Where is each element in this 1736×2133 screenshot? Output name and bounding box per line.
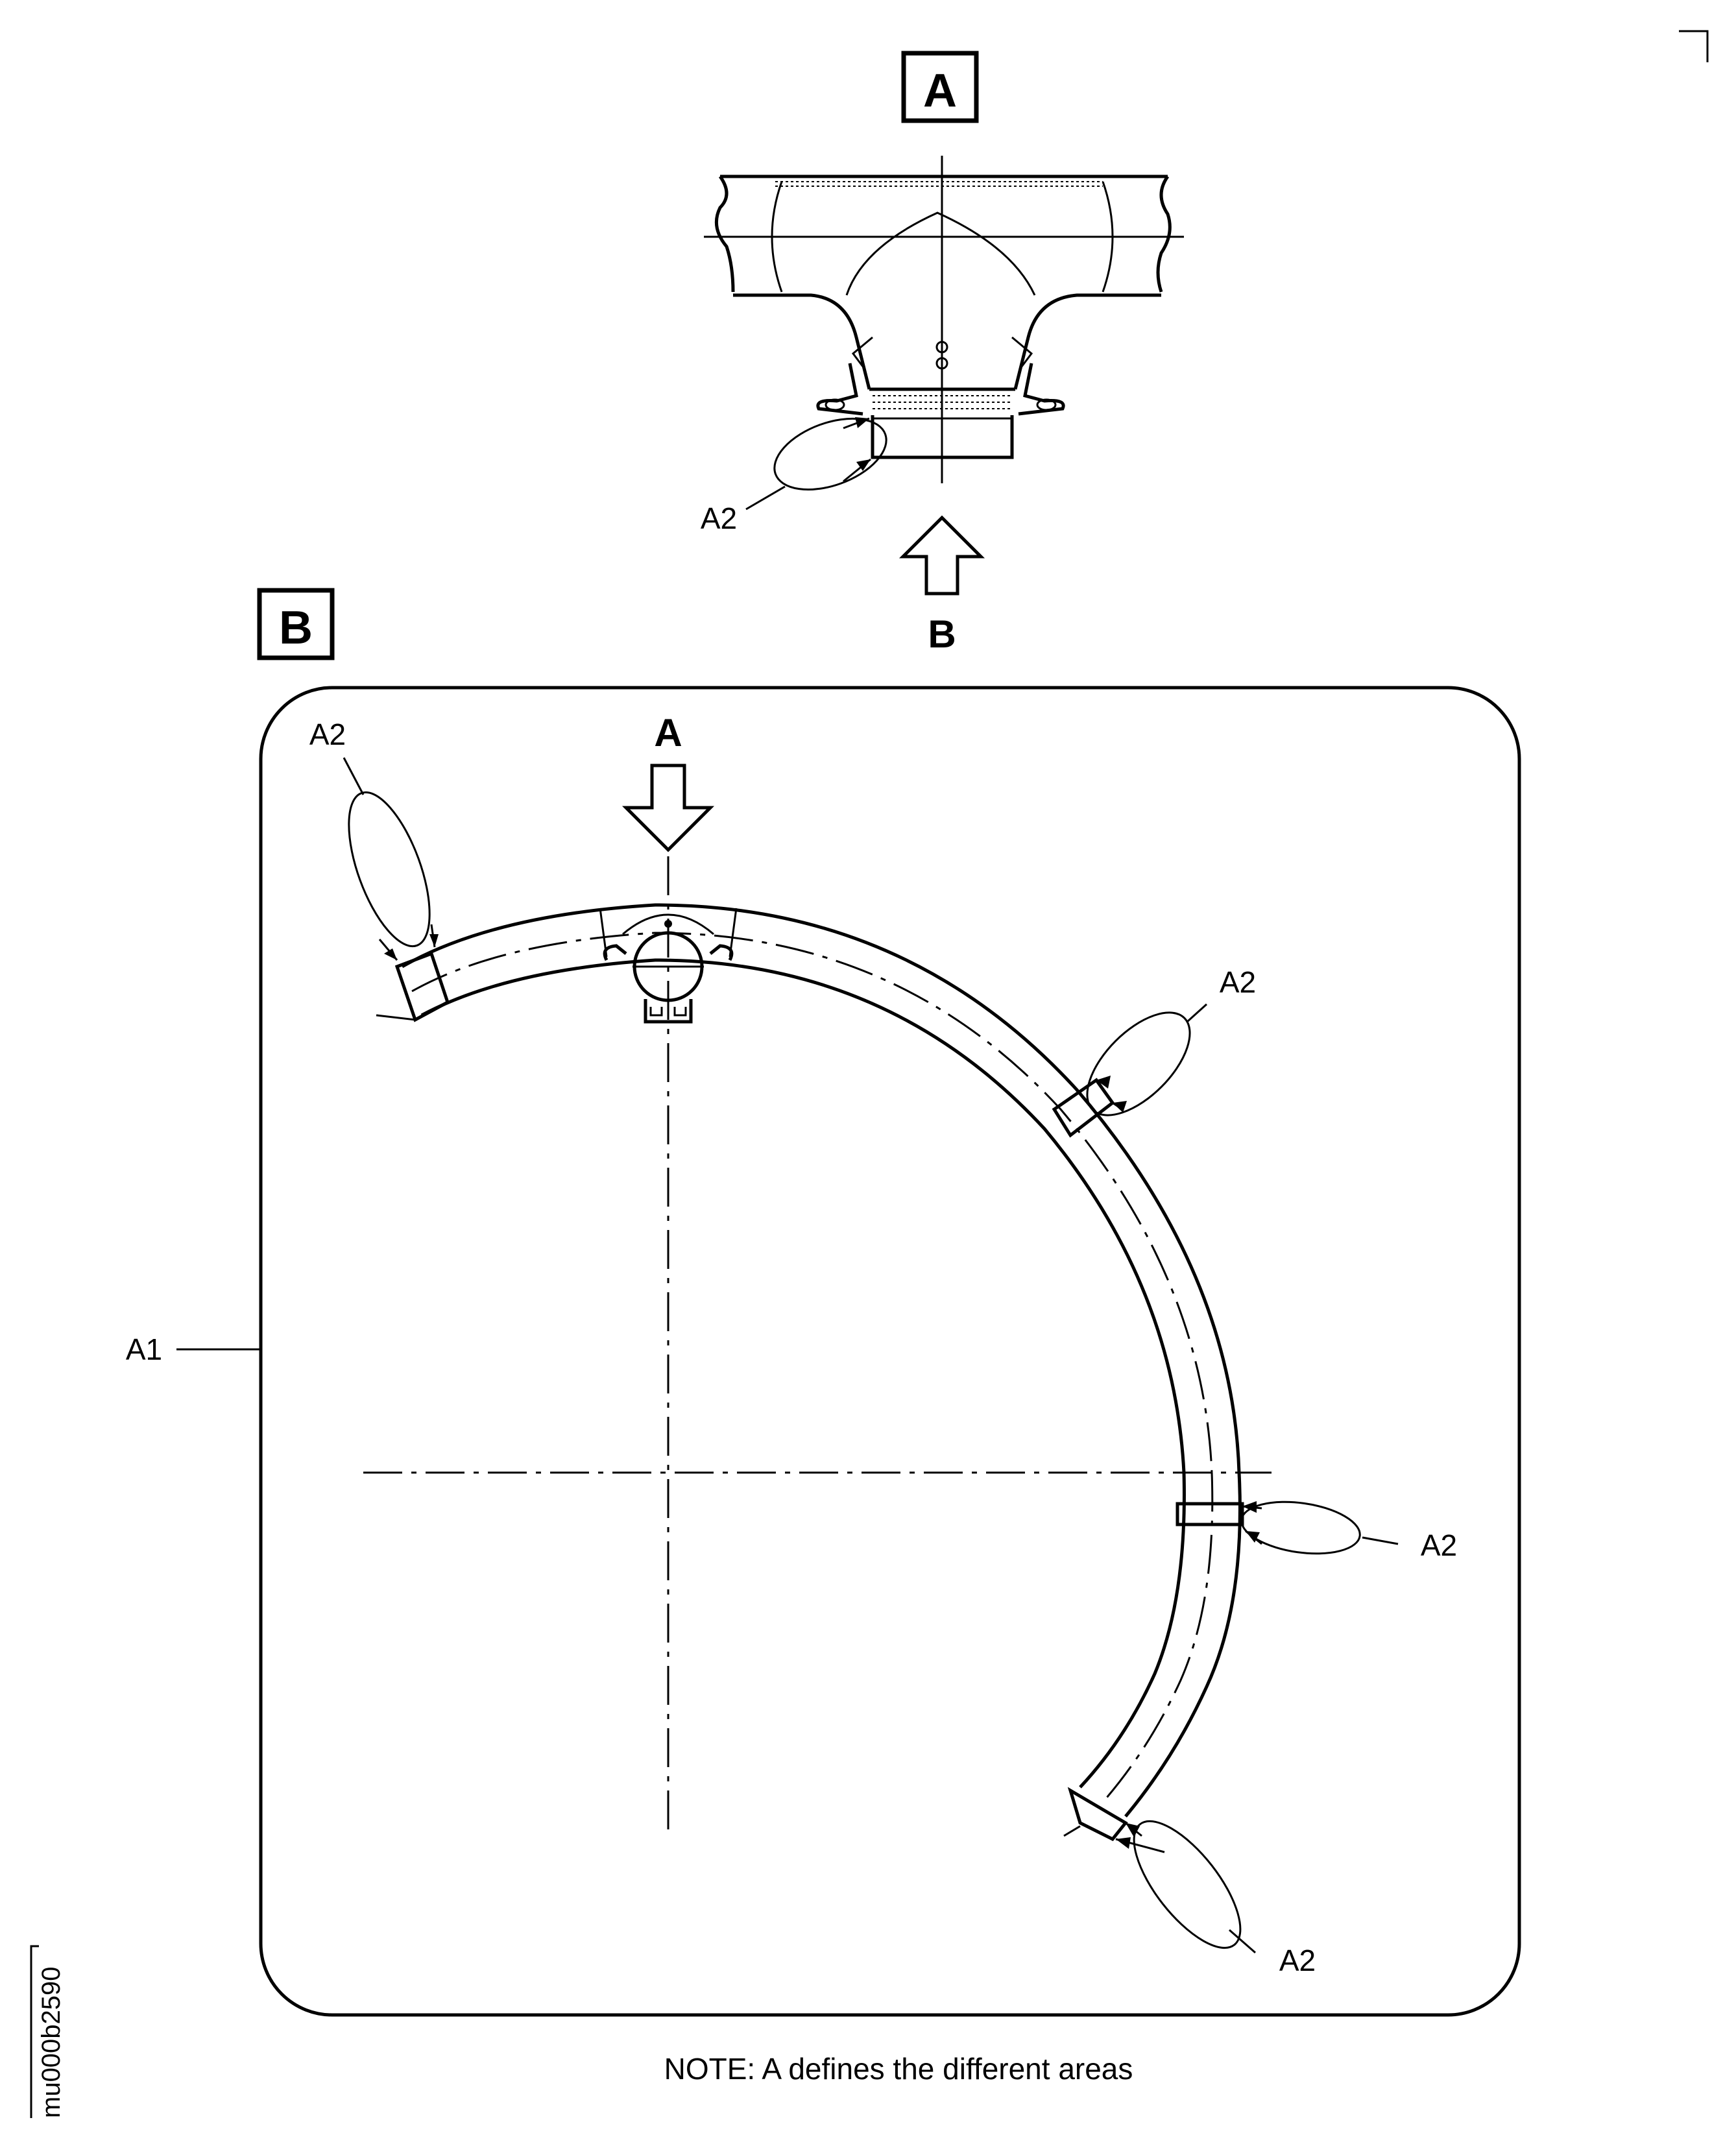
callout-a2-right: A2 [1240,1500,1457,1562]
corner-mark [1679,30,1709,62]
view-a-direction-label: A [654,711,682,754]
view-a-callout-a2: A2 [701,417,887,535]
view-a-callout-label: A2 [701,501,737,535]
note-text: NOTE: A defines the different areas [664,2052,1133,2086]
callout-a2-upper-right: A2 [1086,965,1256,1116]
view-a-label: A [923,65,957,117]
area-a1-label: A1 [126,1332,162,1366]
view-a: A [701,51,1184,656]
view-b: B A1 A [126,588,1521,2017]
tee-fitting [704,156,1184,483]
callout-a2-bottom: A2 [1115,1820,1316,1977]
figure-code: mu000b2590 [30,1945,66,2118]
callout-a2-right-label: A2 [1421,1528,1457,1562]
callout-a2-upper-right-label: A2 [1220,965,1256,999]
callout-a2-bottom-label: A2 [1279,1944,1316,1977]
view-a-label-box [901,51,979,123]
curved-pipe [376,903,1244,1842]
view-a-direction-arrow: A [621,711,715,852]
callout-a2-top-left-label: A2 [309,717,346,751]
view-b-label: B [279,602,313,654]
area-a1-outline [259,686,1521,2017]
view-b-direction-label: B [928,612,956,656]
view-b-direction-arrow: B [898,515,985,656]
figure-code-label: mu000b2590 [37,1966,66,2118]
callout-a2-top-left: A2 [309,717,439,961]
view-b-label-box [257,588,335,660]
